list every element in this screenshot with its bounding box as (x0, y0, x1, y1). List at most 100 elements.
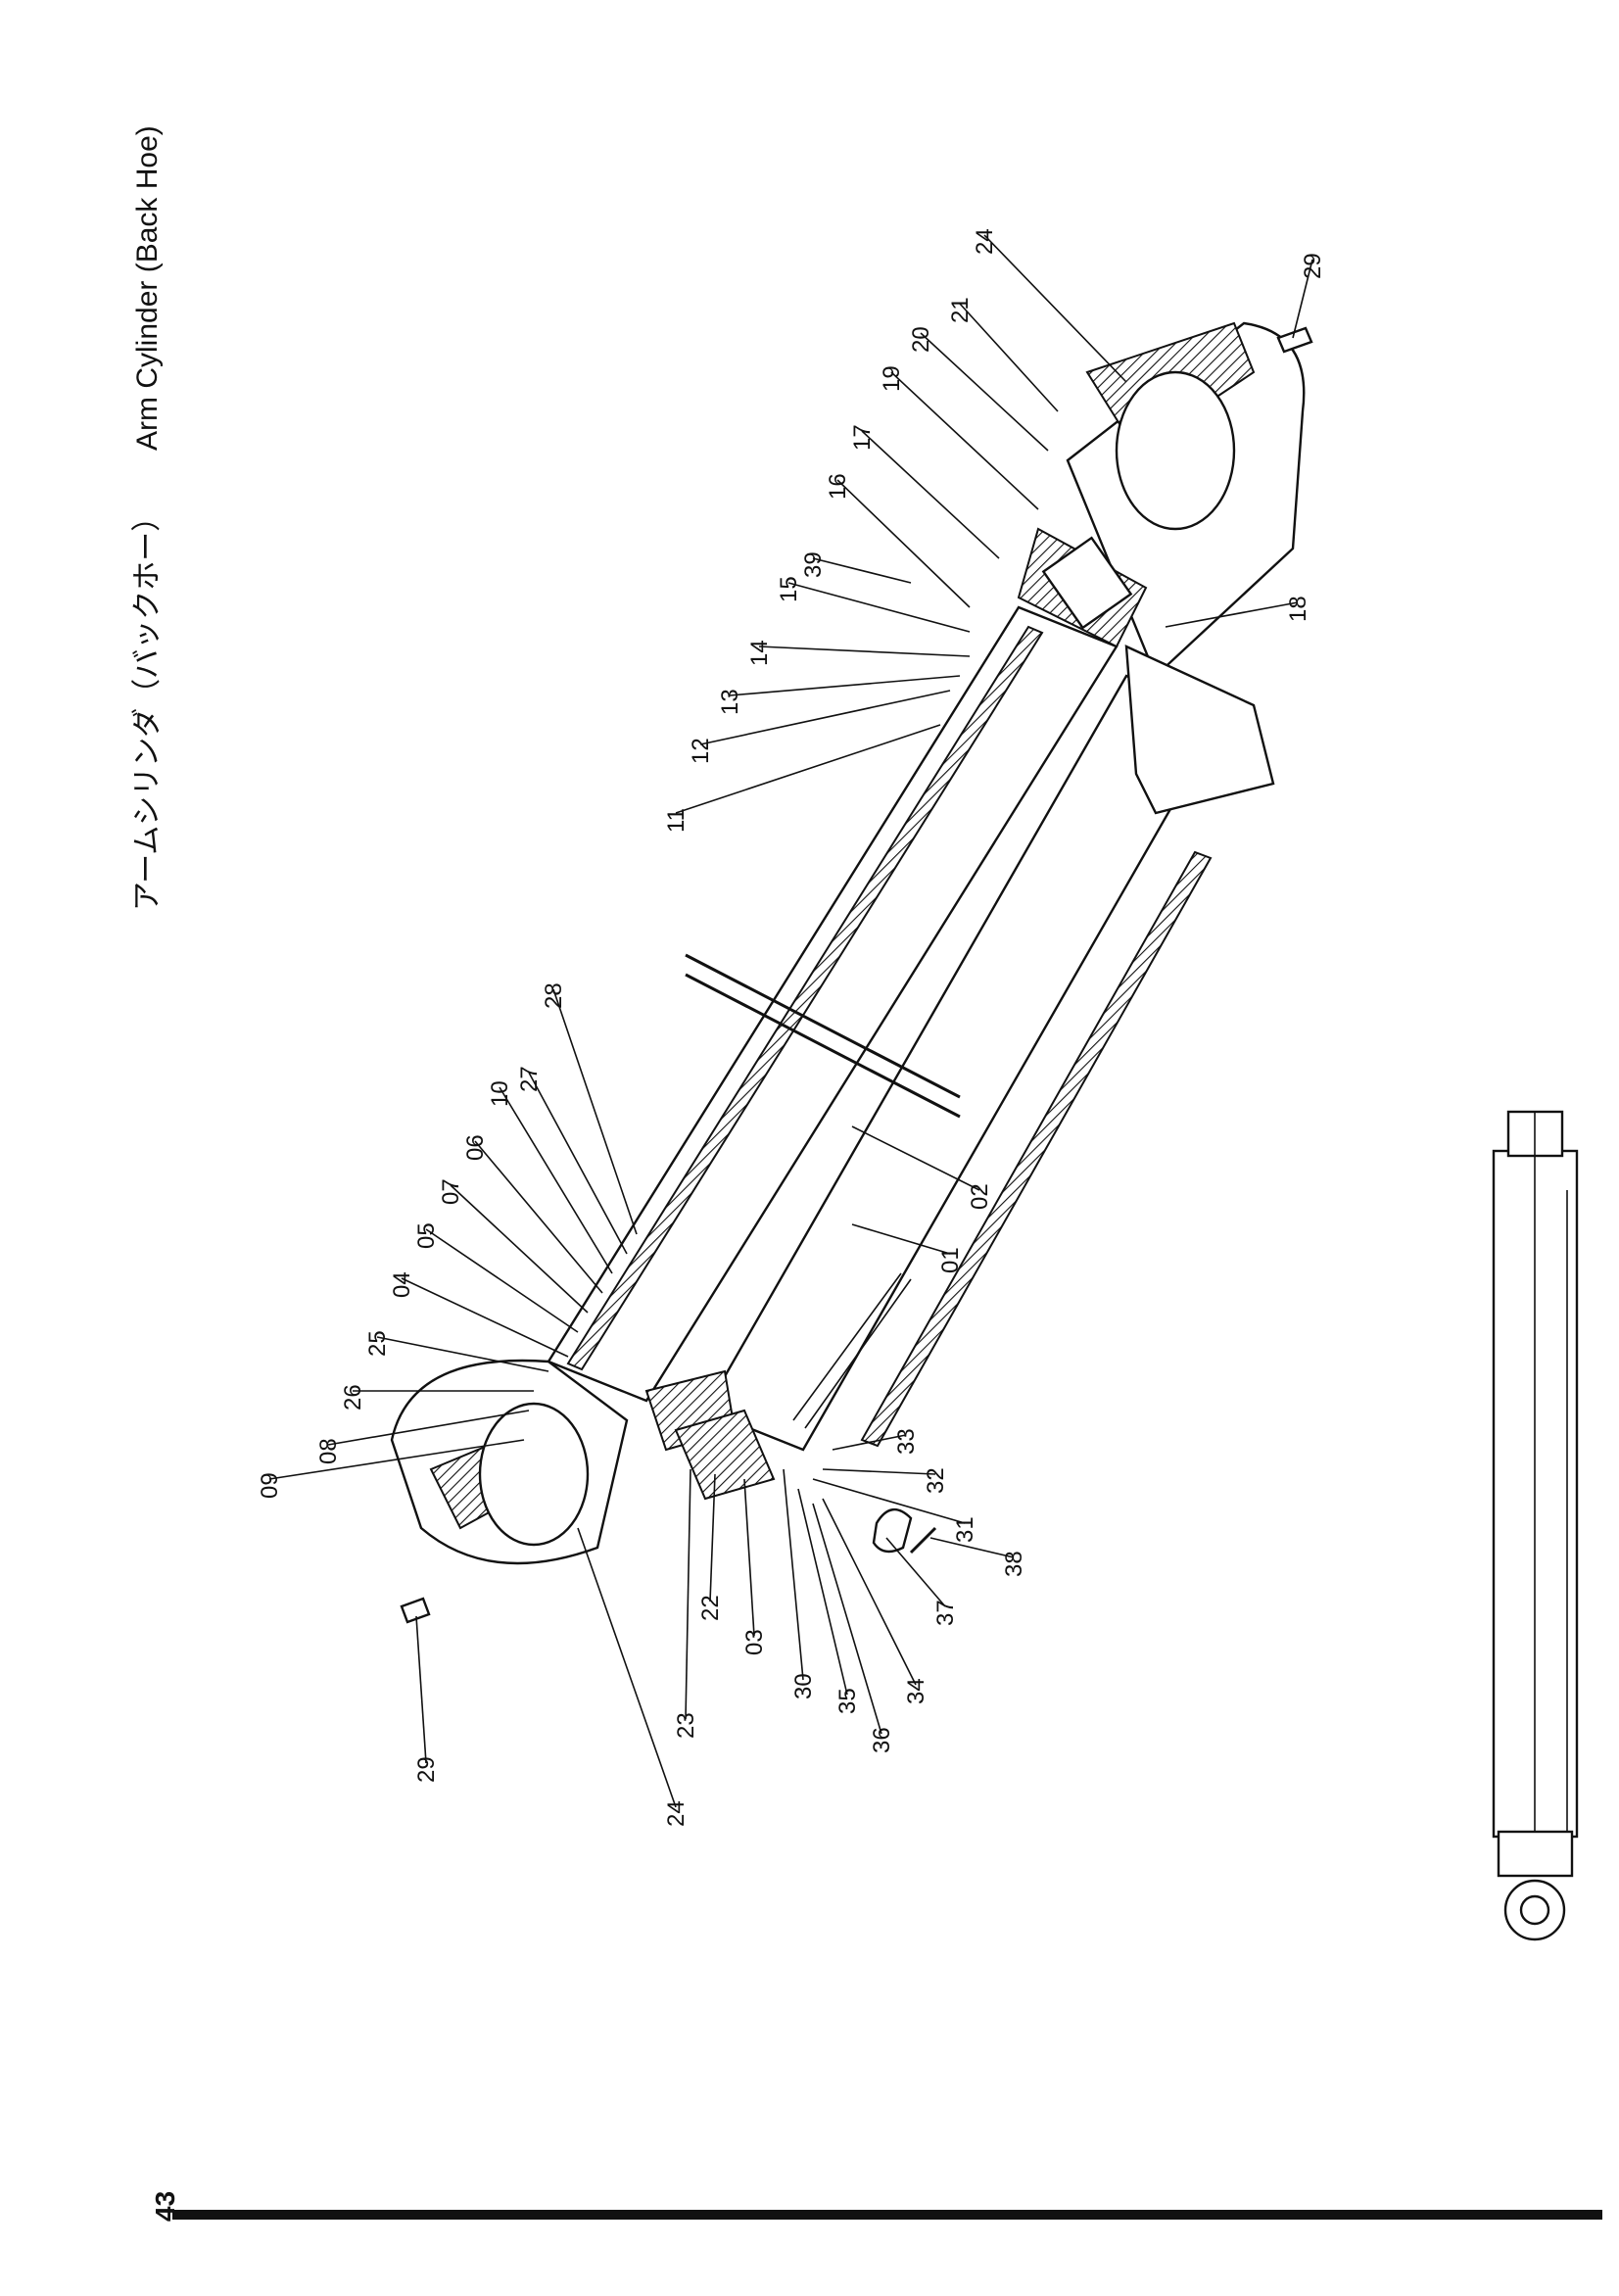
leader-line-28 (552, 988, 638, 1235)
callout-28: 28 (541, 982, 567, 1009)
callout-07: 07 (438, 1178, 464, 1205)
callout-38: 38 (1001, 1551, 1027, 1577)
callout-29: 29 (1300, 253, 1326, 279)
leader-line-03 (743, 1478, 755, 1637)
callout-12: 12 (688, 738, 714, 764)
leader-line-25 (376, 1336, 549, 1372)
leader-line-22 (709, 1473, 716, 1602)
leader-line-37 (885, 1537, 946, 1607)
callout-31: 31 (952, 1516, 978, 1543)
leader-line-39 (812, 557, 912, 584)
callout-04: 04 (389, 1271, 415, 1298)
leader-line-13 (729, 675, 961, 696)
inset-eye-bore (1519, 1894, 1550, 1926)
leader-line-38 (929, 1537, 1015, 1558)
callout-24: 24 (972, 228, 998, 255)
hydraulic-pipe-inner (804, 1278, 912, 1429)
callout-14: 14 (746, 640, 773, 666)
leader-line-23 (685, 1468, 691, 1720)
rod-end-bore (1115, 370, 1236, 531)
cylinder-head-section (674, 1409, 776, 1501)
callout-10: 10 (487, 1080, 513, 1107)
callout-36: 36 (869, 1727, 895, 1753)
callout-02: 02 (967, 1183, 993, 1210)
inset-side-view (1492, 1110, 1579, 1941)
callout-33: 33 (893, 1428, 920, 1455)
callout-27: 27 (516, 1066, 543, 1092)
leader-line-08 (327, 1410, 530, 1446)
leader-line-15 (787, 582, 971, 633)
leader-line-21 (959, 303, 1059, 412)
break-line-b (685, 973, 961, 1119)
leader-line-02 (851, 1125, 980, 1191)
title-english: Arm Cylinder (Back Hoe) (131, 125, 164, 451)
callout-23: 23 (673, 1712, 699, 1739)
leader-line-09 (268, 1439, 525, 1480)
callout-09: 09 (257, 1472, 283, 1499)
leader-line-07 (450, 1184, 589, 1314)
callout-25: 25 (364, 1330, 391, 1357)
rod-flange (1124, 645, 1275, 815)
bolt-38 (909, 1526, 937, 1555)
callout-30: 30 (790, 1673, 817, 1699)
callout-19: 19 (879, 365, 905, 392)
callout-11: 11 (663, 808, 690, 833)
callout-37: 37 (932, 1600, 959, 1626)
callout-05: 05 (413, 1222, 440, 1249)
leader-line-33 (832, 1434, 907, 1451)
leader-line-12 (699, 690, 951, 745)
callout-26: 26 (340, 1384, 366, 1411)
leader-line-06 (474, 1140, 603, 1294)
callout-03: 03 (741, 1629, 768, 1655)
leader-line-24 (577, 1527, 677, 1808)
grease-nipple-right (1276, 326, 1313, 354)
leader-line-16 (836, 479, 971, 608)
title-block: アームシリンダ（バックホー） Arm Cylinder (Back Hoe) (131, 125, 164, 911)
leader-line-31 (812, 1478, 966, 1524)
cylinder-assembly (390, 321, 1313, 1624)
callout-17: 17 (849, 424, 876, 451)
leader-line-32 (822, 1468, 936, 1475)
leader-line-34 (822, 1498, 917, 1686)
leader-line-20 (920, 332, 1049, 452)
leader-line-35 (797, 1488, 848, 1696)
callout-32: 32 (923, 1467, 949, 1494)
head-end-bore (478, 1402, 590, 1547)
pipe-clamp-37 (872, 1508, 913, 1554)
page-footer: 43 (150, 2191, 1602, 2222)
leader-line-17 (861, 430, 1000, 559)
callout-24: 24 (663, 1800, 690, 1827)
leader-line-29 (1292, 259, 1313, 339)
barrel-wall-section (566, 625, 1044, 1371)
callout-34: 34 (903, 1678, 929, 1704)
leader-line-27 (528, 1072, 628, 1255)
callout-29: 29 (413, 1756, 440, 1783)
title-japanese: アームシリンダ（バックホー） (131, 502, 164, 911)
leader-line-36 (812, 1503, 882, 1735)
leader-line-11 (675, 724, 941, 814)
callout-39: 39 (800, 551, 827, 578)
leader-line-05 (425, 1228, 579, 1333)
callout-16: 16 (825, 473, 851, 500)
leader-line-14 (758, 646, 971, 657)
rod-wall-section (860, 850, 1213, 1448)
leader-line-18 (1165, 601, 1299, 628)
grease-nipple-left (400, 1597, 431, 1624)
footer-rule (172, 2210, 1602, 2220)
callout-20: 20 (908, 326, 934, 353)
leader-line-04 (401, 1277, 569, 1358)
callout-06: 06 (462, 1134, 489, 1161)
callout-15: 15 (776, 576, 802, 602)
callout-01: 01 (937, 1247, 964, 1273)
leader-line-30 (783, 1468, 804, 1681)
hydraulic-pipe (792, 1272, 902, 1421)
callout-22: 22 (697, 1595, 724, 1621)
break-line-a (685, 953, 961, 1099)
inset-head (1497, 1830, 1574, 1878)
leader-line-01 (851, 1223, 951, 1255)
callout-labels: 2924212019171639151413121118282710060705… (257, 228, 1326, 1827)
leader-line-10 (499, 1086, 613, 1274)
callout-13: 13 (717, 689, 743, 715)
